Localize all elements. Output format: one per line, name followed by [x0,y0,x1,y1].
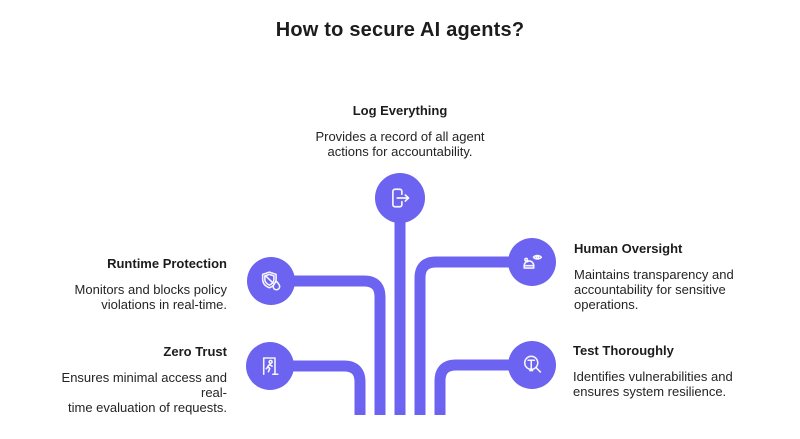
item-zero-trust: Zero Trust Ensures minimal access and re… [38,344,227,415]
item-title: Runtime Protection [107,256,227,271]
item-description-line: violations in real-time. [101,297,227,312]
item-description-line: Ensures minimal access and real- [61,370,227,400]
item-runtime-protection: Runtime Protection Monitors and blocks p… [40,256,227,312]
item-description: Provides a record of all agent actions f… [290,129,510,159]
item-human-oversight: Human Oversight Maintains transparency a… [574,241,769,312]
item-description: Ensures minimal access and real- time ev… [38,370,227,415]
node-human-oversight [508,238,556,286]
connector-test-thoroughly [434,359,532,415]
item-title: Test Thoroughly [573,343,674,358]
item-description: Monitors and blocks policy violations in… [40,282,227,312]
item-description-line: Maintains transparency and [574,267,734,282]
shield-slash-flame-icon [261,271,281,291]
item-description-line: Identifies vulnerabilities and [573,369,733,384]
item-title: Zero Trust [163,344,227,359]
node-test-thoroughly [508,341,556,389]
node-log-everything [375,173,425,223]
item-description-line: time evaluation of requests. [68,400,227,415]
eye-robot-icon [523,254,543,269]
item-description-line: ensures system resilience. [573,384,727,399]
exit-door-runner-icon [262,357,279,376]
item-description-line: Monitors and blocks policy [74,282,227,297]
page-title: How to secure AI agents? [275,19,525,41]
item-title: Log Everything [352,103,448,118]
connector-runtime-protection [271,275,386,415]
node-zero-trust [246,342,294,390]
item-description-line: accountability for sensitive [574,282,726,297]
item-test-thoroughly: Test Thoroughly Identifies vulnerabiliti… [573,343,768,399]
item-description-line: Provides a record of all agent [315,129,485,144]
item-description-line: operations. [574,297,639,312]
item-description: Identifies vulnerabilities and ensures s… [573,369,768,399]
magnifier-t-icon [523,355,542,373]
item-description: Maintains transparency and accountabilit… [574,267,769,312]
logout-arrow-icon [392,188,410,208]
item-log-everything: Log Everything Provides a record of all … [290,103,510,159]
connector-zero-trust [270,360,366,415]
item-description-line: actions for accountability. [327,144,473,159]
node-runtime-protection [247,257,295,305]
connector-human-oversight [414,256,532,415]
item-title: Human Oversight [574,241,683,256]
